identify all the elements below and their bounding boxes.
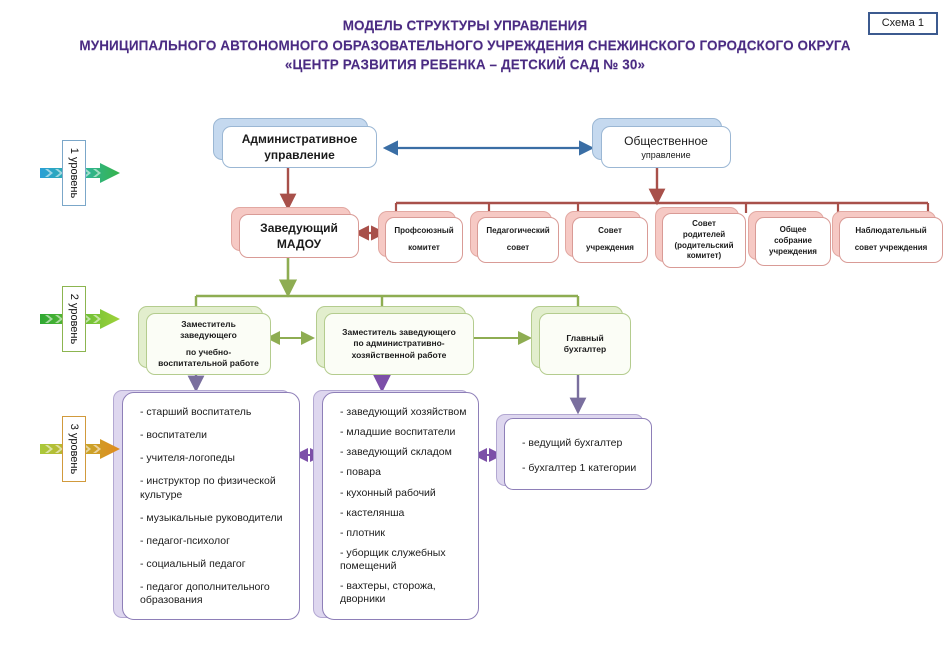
staff-educational-item-5: - педагог-психолог (140, 534, 230, 547)
staff-economic-item-3: - повара (340, 466, 381, 479)
level-2-label: 2 уровень (68, 293, 80, 345)
deputy-0-line-1: заведующего (180, 330, 237, 341)
node-deputy-economic[interactable]: Заместитель заведующего по административ… (324, 313, 474, 375)
staff-educational-item-2: - учителя-логопеды (140, 452, 235, 465)
staff-economic-item-7: - уборщик служебных помещений (340, 546, 446, 572)
staff-economic-item-2: - заведующий складом (340, 446, 452, 459)
deputy-0-line-2: по учебно- (185, 346, 232, 357)
node-public-body-sovet-roditeley[interactable]: Совет родителей (родительский комитет) (662, 213, 746, 268)
staff-economic-item-1: - младшие воспитатели (340, 426, 456, 439)
public-body-3-line-0: Совет (692, 218, 716, 228)
node-public-body-profsoyuz[interactable]: Профсоюзный комитет (385, 217, 463, 263)
public-body-4-line-2: учреждения (769, 246, 817, 256)
node-staff-economic[interactable]: - заведующий хозяйством - младшие воспит… (322, 392, 479, 620)
level-2-label-box: 2 уровень (62, 286, 86, 352)
public-body-4-line-0: Общее (779, 225, 807, 235)
title-line-3: «ЦЕНТР РАЗВИТИЯ РЕБЕНКА – ДЕТСКИЙ САД № … (284, 57, 646, 73)
staff-educational-item-6: - социальный педагог (140, 557, 246, 570)
public-body-0-line-1: комитет (408, 243, 440, 252)
node-head[interactable]: Заведующий МАДОУ (239, 214, 359, 258)
public-body-0-line-0: Профсоюзный (394, 226, 454, 236)
staff-economic-item-0: - заведующий хозяйством (340, 406, 467, 418)
node-admin-management[interactable]: Административное управление (222, 126, 377, 168)
public-body-5-line-0: Наблюдательный (855, 226, 927, 236)
public-body-1-line-1: совет (506, 243, 530, 252)
public-management-line-2: управление (641, 150, 691, 161)
scheme-badge: Схема 1 (867, 12, 938, 35)
public-body-2-line-0: Совет (598, 226, 622, 236)
node-staff-accounting[interactable]: - ведущий бухгалтер - бухгалтер 1 катего… (504, 418, 652, 490)
deputy-1-line-2: хозяйственной работе (351, 349, 447, 360)
node-staff-educational[interactable]: - старший воспитатель - воспитатели - уч… (122, 392, 300, 620)
connector-public-bus (394, 166, 930, 213)
level-3-label: 3 уровень (68, 423, 80, 475)
head-line-2: МАДОУ (276, 237, 322, 251)
staff-economic-item-5: - кастелянша (340, 506, 405, 519)
staff-economic-item-6: - плотник (340, 526, 386, 539)
public-body-1-line-0: Педагогический (486, 226, 550, 236)
staff-accounting-item-1: - бухгалтер 1 категории (522, 462, 637, 475)
node-public-body-obshchee-sobranie[interactable]: Общее собрание учреждения (755, 217, 831, 266)
level-3-label-box: 3 уровень (62, 416, 86, 482)
deputy-2-line-0: Главный (566, 332, 604, 343)
node-public-body-sovet-uchrezhdeniya[interactable]: Совет учреждения (572, 217, 648, 263)
node-public-body-nablyudatelnyy-sovet[interactable]: Наблюдательный совет учреждения (839, 217, 943, 263)
admin-management-line-1: Административное (241, 131, 358, 146)
admin-management-line-2: управление (264, 148, 335, 162)
head-line-1: Заведующий (260, 220, 338, 235)
public-body-4-line-1: собрание (774, 236, 812, 246)
public-body-3-line-3: комитет) (686, 251, 722, 261)
connector-head-deputies (194, 255, 580, 307)
page-title: МОДЕЛЬ СТРУКТУРЫ УПРАВЛЕНИЯ МУНИЦИПАЛЬНО… (70, 16, 860, 75)
node-deputy-educational[interactable]: Заместитель заведующего по учебно- воспи… (146, 313, 271, 375)
staff-accounting-item-0: - ведущий бухгалтер (522, 437, 623, 449)
deputy-1-line-0: Заместитель заведующего (342, 326, 456, 337)
title-line-1: МОДЕЛЬ СТРУКТУРЫ УПРАВЛЕНИЯ (342, 18, 588, 33)
staff-educational-item-7: - педагог дополнительного образования (140, 581, 270, 607)
node-chief-accountant[interactable]: Главный бухгалтер (539, 313, 631, 375)
deputy-2-line-1: бухгалтер (563, 344, 607, 354)
staff-educational-item-4: - музыкальные руководители (140, 511, 283, 524)
public-body-3-line-1: родителей (682, 229, 726, 239)
level-1-label-box: 1 уровень (62, 140, 86, 206)
node-public-management[interactable]: Общественное управление (601, 126, 731, 168)
deputy-1-line-1: по административно- (353, 338, 445, 349)
node-public-body-pedsovet[interactable]: Педагогический совет (477, 217, 559, 263)
public-body-5-line-1: совет учреждения (854, 243, 928, 252)
staff-economic-item-4: - кухонный рабочий (340, 486, 436, 499)
title-line-2: МУНИЦИПАЛЬНОГО АВТОНОМНОГО ОБРАЗОВАТЕЛЬН… (79, 37, 851, 53)
staff-educational-item-3: - инструктор по физической культуре (140, 475, 276, 501)
staff-educational-item-1: - воспитатели (140, 429, 207, 442)
public-body-3-line-2: (родительский (674, 240, 734, 250)
public-management-line-1: Общественное (624, 133, 708, 148)
staff-educational-item-0: - старший воспитатель (140, 406, 252, 418)
deputy-0-line-3: воспитательной работе (158, 357, 259, 368)
public-body-2-line-1: учреждения (586, 243, 634, 252)
level-1-label: 1 уровень (68, 147, 80, 199)
staff-economic-item-8: - вахтеры, сторожа, дворники (340, 580, 436, 606)
deputy-0-line-0: Заместитель (181, 318, 236, 329)
